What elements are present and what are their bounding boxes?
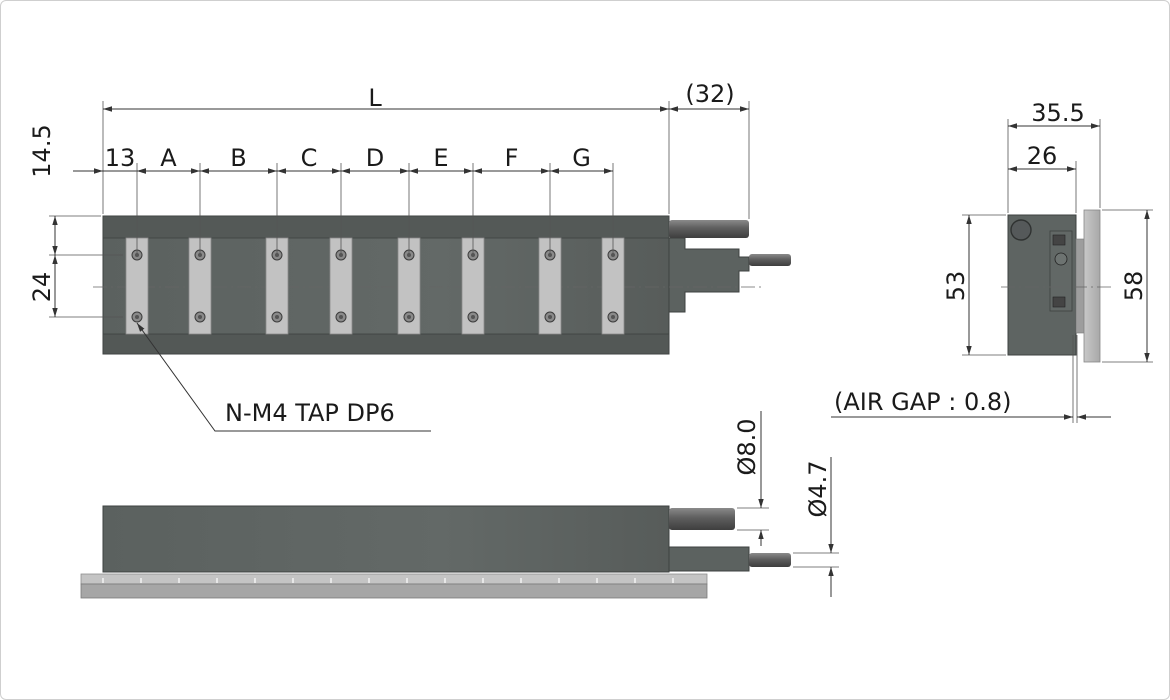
dim-58-label: 58 [1120, 271, 1148, 302]
tap-hole-core [275, 315, 279, 319]
motor-body-top-edge [102, 215, 670, 239]
dim-dia-8-label: Ø8.0 [733, 418, 761, 475]
pitch-label-d: D [366, 144, 384, 172]
dim-13-label: 13 [105, 144, 136, 172]
air-gap-label: (AIR GAP : 0.8) [834, 388, 1012, 416]
dim-24-label: 24 [28, 272, 56, 303]
dim-26-label: 26 [1027, 142, 1058, 170]
tap-hole-core [339, 315, 343, 319]
pitch-label-e: E [433, 144, 448, 172]
cable-small-top [749, 254, 791, 266]
dim-dia-4-7-label: Ø4.7 [804, 460, 832, 517]
track-segments [102, 578, 674, 583]
tap-hole-core [135, 315, 139, 319]
pitch-extension-lines [73, 163, 614, 255]
pitch-label-g: G [572, 144, 591, 172]
tap-note-label: N-M4 TAP DP6 [225, 399, 395, 427]
motor-body-bottom-edge [102, 333, 670, 355]
front-cable-large [669, 508, 735, 530]
pitch-labels: A B C D E F G [160, 144, 591, 172]
tap-hole-core [471, 315, 475, 319]
cable-large-top [669, 220, 749, 238]
front-base-plate [80, 583, 708, 599]
side-gap-strip [1075, 238, 1085, 334]
mounting-plates [125, 237, 625, 335]
tap-hole-core [548, 315, 552, 319]
side-view: 35.5 26 53 58 (AIR GAP : 0.8) [831, 99, 1153, 423]
front-connector [668, 546, 750, 572]
connector-block [668, 237, 750, 313]
top-view: L (32) 13 A B C D E F G 14.5 24 N-M4 TAP DP6 [28, 80, 791, 432]
dim-35-5-label: 35.5 [1031, 99, 1084, 127]
front-cable-small [749, 553, 791, 567]
tap-hole-core [611, 315, 615, 319]
front-magnet-track [80, 573, 708, 585]
pitch-label-c: C [301, 144, 318, 172]
dim-14-5-label: 14.5 [28, 124, 56, 177]
front-view: Ø8.0 Ø4.7 [80, 411, 839, 599]
tap-hole-core [407, 315, 411, 319]
pitch-label-b: B [230, 144, 246, 172]
front-body [102, 505, 670, 573]
side-terminal-strip [1049, 230, 1073, 312]
tap-hole-core [198, 315, 202, 319]
dim-53-label: 53 [942, 271, 970, 302]
side-cable-hole [1010, 219, 1032, 241]
dim-L-label: L [368, 84, 382, 112]
pitch-label-f: F [505, 144, 519, 172]
side-magnet-plate [1083, 209, 1101, 363]
tap-leader-line [136, 322, 431, 432]
pitch-label-a: A [160, 144, 177, 172]
dim-32-label: (32) [685, 80, 734, 108]
